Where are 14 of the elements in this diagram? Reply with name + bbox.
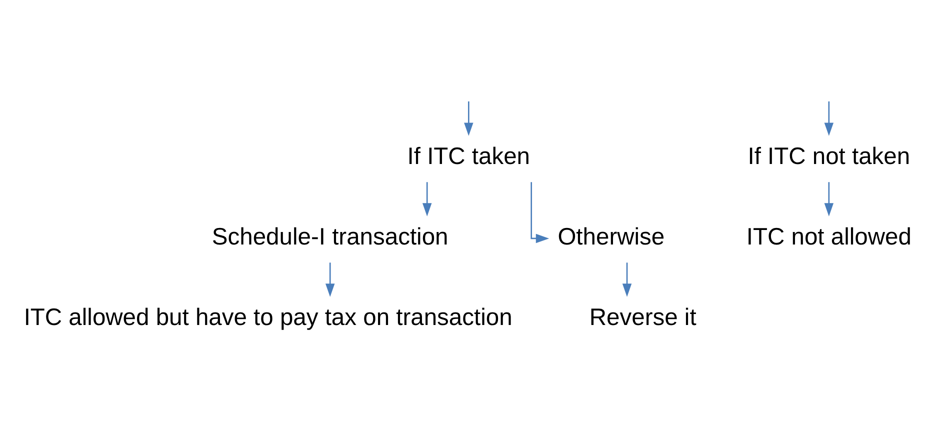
arrow [824, 182, 834, 216]
arrow [464, 100, 474, 136]
node-text: Schedule-I transaction [212, 222, 448, 250]
node-text: ITC not allowed [746, 222, 912, 250]
arrow [422, 182, 432, 216]
arrow [325, 262, 335, 296]
node-text: If ITC taken [407, 142, 530, 170]
arrow [530, 182, 550, 243]
node-text: Otherwise [558, 222, 665, 250]
node-text: Reverse it [589, 303, 696, 330]
node-text: ITC allowed but have to pay tax on transaction [24, 303, 512, 330]
node-text: If ITC not taken [748, 142, 910, 170]
arrow [824, 100, 834, 136]
arrow [622, 262, 632, 296]
